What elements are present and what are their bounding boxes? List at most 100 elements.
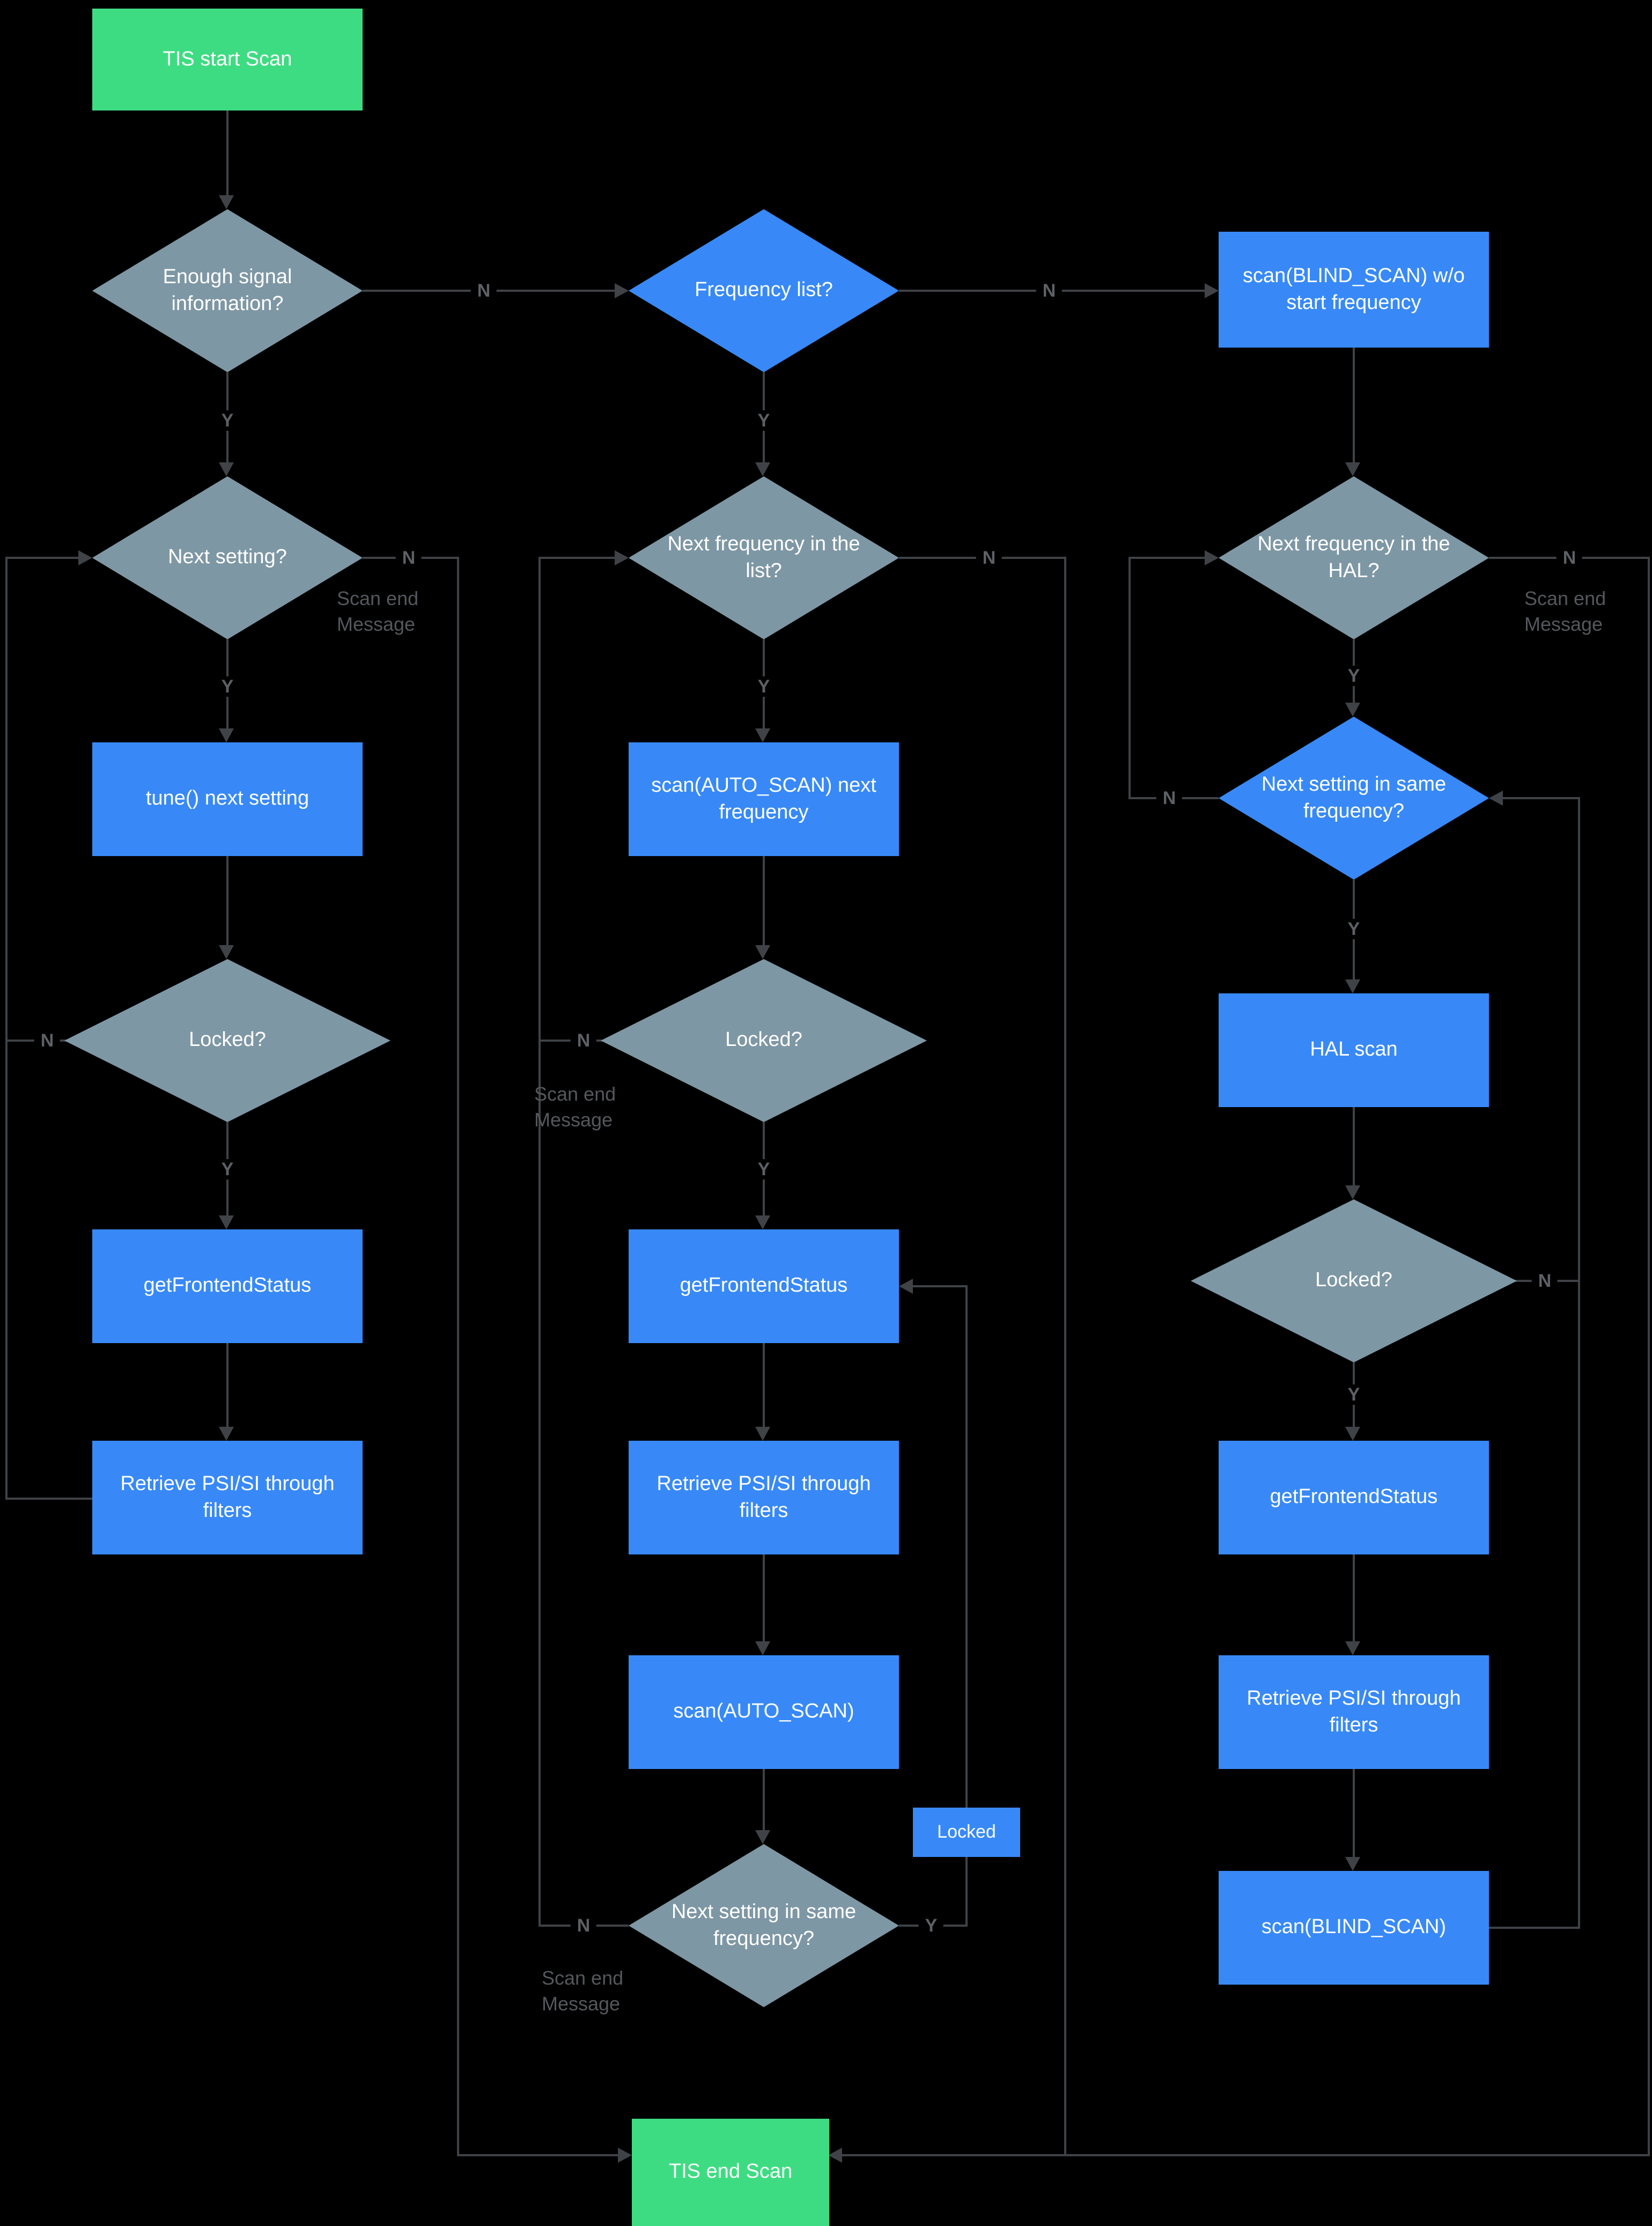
node-retrieve-psi-si-middle: Retrieve PSI/SI through filters [629,1441,899,1554]
arrowhead [755,945,770,959]
node-label: Locked? [725,1029,802,1052]
arrowhead [1345,703,1360,717]
decision-frequency-list: Frequency list? [629,209,899,372]
arrowhead [219,1215,234,1229]
edge-blind-return-h [1489,1927,1580,1929]
arrowhead [615,283,629,298]
edge-bottom-h [841,2154,1649,2156]
arrowhead [219,462,234,476]
edge-right-n-loop-v [1129,557,1131,799]
node-label: Retrieve PSI/SI through filters [120,1472,335,1522]
arrowhead [219,195,234,209]
label-yes: Y [918,1915,944,1936]
arrowhead [615,550,629,565]
node-tune-next-setting: tune() next setting [92,742,363,856]
node-label: Retrieve PSI/SI through filters [657,1472,871,1522]
node-label: getFrontendStatus [1270,1486,1438,1509]
edge-autoscan-to-locked [763,856,765,946]
arrowhead [755,1641,770,1655]
label-yes: Y [751,676,777,697]
decision-next-setting: Next setting? [92,476,363,639]
label-yes: Y [215,410,240,431]
node-retrieve-psi-si-left: Retrieve PSI/SI through filters [92,1441,363,1554]
arrowhead [755,1215,770,1229]
label-yes: Y [1341,919,1367,939]
decision-next-setting-same-frequency-middle: Next setting in same frequency? [629,1844,899,2007]
node-get-frontend-status-right: getFrontendStatus [1219,1441,1489,1554]
edge-gfsr-to-psi [1353,1554,1355,1642]
label-no: N [570,1915,597,1936]
arrowhead [219,945,234,959]
annotation-scan-end-message: Scan end Message [1524,588,1606,636]
arrowhead [618,2148,632,2163]
node-scan-auto-scan-next-frequency: scan(AUTO_SCAN) next frequency [629,742,899,856]
label-no: N [470,281,497,301]
arrowhead [1345,1857,1360,1871]
label-no: N [570,1030,597,1051]
decision-enough-signal-information: Enough signal information? [92,209,363,372]
node-get-frontend-status-middle: getFrontendStatus [629,1229,899,1343]
edge-start-to-enough [226,110,228,196]
label-no: N [1556,548,1583,568]
arrowhead [755,1830,770,1844]
edge-right-scanend-v [1648,557,1650,2156]
node-label: Next setting in same frequency? [1261,773,1447,823]
arrowhead [899,1279,913,1294]
node-label: Next setting in same frequency? [671,1900,857,1950]
arrowhead [1345,1185,1360,1199]
node-scan-blind-scan: scan(BLIND_SCAN) [1219,1871,1489,1985]
label-no: N [1531,1271,1558,1291]
node-hal-scan: HAL scan [1219,993,1489,1107]
arrowhead [1345,979,1360,993]
arrowhead [1345,462,1360,476]
arrowhead [1489,791,1503,806]
node-label: Locked [937,1822,996,1842]
node-label: Frequency list? [695,279,833,302]
node-label: Retrieve PSI/SI through filters [1247,1687,1461,1737]
edge-right-return-top-h [1502,797,1579,799]
node-label: scan(AUTO_SCAN) [673,1700,854,1723]
label-no: N [1156,788,1183,808]
decision-locked-right: Locked? [1191,1199,1517,1362]
label-no: N [34,1030,61,1051]
label-no: N [1036,281,1063,301]
arrowhead [755,1427,770,1441]
node-label: scan(BLIND_SCAN) [1261,1916,1447,1939]
arrowhead [755,728,770,742]
node-retrieve-psi-si-right: Retrieve PSI/SI through filters [1219,1655,1489,1769]
arrowhead [78,550,92,565]
edge-left-loop-top-h [5,557,79,559]
node-label: Enough signal information? [163,266,292,315]
decision-next-frequency-in-list: Next frequency in the list? [629,476,899,639]
edge-halscan-to-locked [1353,1107,1355,1186]
node-label: tune() next setting [145,787,309,810]
node-label: Locked? [189,1029,266,1052]
label-yes: Y [751,1159,777,1180]
node-get-frontend-status-left: getFrontendStatus [92,1229,363,1343]
edge-gfs-to-psi [226,1343,228,1428]
label-yes: Y [751,410,777,431]
edge-tune-to-locked [226,856,228,946]
node-label: TIS start Scan [163,48,292,71]
label-yes: Y [1341,666,1367,686]
label-yes: Y [215,676,240,697]
node-label: HAL scan [1310,1038,1398,1062]
edge-blindwo-to-hal [1353,348,1355,463]
decision-locked-left: Locked? [64,959,390,1122]
node-label: TIS end Scan [668,2161,793,2184]
annotation-scan-end-message: Scan end Message [337,588,419,636]
node-scan-auto-scan: scan(AUTO_SCAN) [629,1655,899,1769]
arrowhead [1345,1427,1360,1441]
node-locked-tag: Locked [913,1808,1020,1857]
edge-psi-return-h [5,1498,92,1500]
label-yes: Y [215,1159,240,1180]
edge-psir-to-blind [1353,1769,1355,1858]
arrowhead [1345,1641,1360,1655]
label-no: N [395,548,422,568]
node-label: Next frequency in the list? [667,533,860,583]
edge-autoscan2-to-samefreq [763,1769,765,1831]
label-yes: Y [1341,1384,1367,1405]
arrowhead [755,462,770,476]
arrowhead [1205,283,1219,298]
